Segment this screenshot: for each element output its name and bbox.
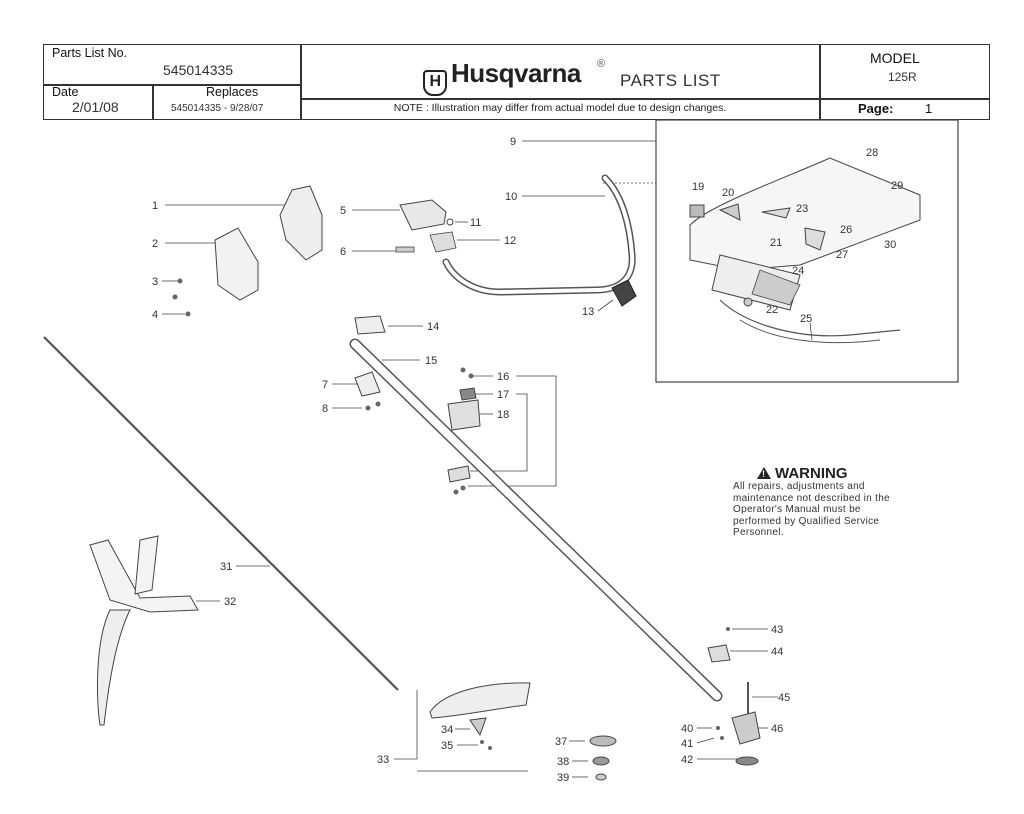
part-num-17: 17 [497,389,509,401]
part-num-7: 7 [322,379,328,391]
grip-part [399,199,447,231]
part-num-31: 31 [220,561,232,573]
part-num-42: 42 [681,754,693,766]
part-num-11: 11 [470,217,481,229]
part-num-20: 20 [722,187,734,199]
part-num-29: 29 [891,180,903,192]
part-num-44: 44 [771,646,783,658]
part-num-9: 9 [510,136,516,148]
part-num-2: 2 [152,238,158,250]
part-num-27: 27 [836,249,848,261]
part-num-12: 12 [504,235,516,247]
part-num-32: 32 [224,596,236,608]
replaces-label: Replaces [206,85,259,99]
part-num-24: 24 [792,265,804,277]
replaces-value: 545014335 - 9/28/07 [171,103,264,114]
wire-harness-part [719,299,901,337]
trimmer-guard-part [429,682,531,719]
part-num-22: 22 [766,304,778,316]
part-num-1: 1 [152,200,158,212]
parts-list-header [43,44,990,120]
part-num-15: 15 [425,355,437,367]
part-num-6: 6 [340,246,346,258]
part-num-36-area: 45 [778,692,790,704]
part-num-16: 16 [497,371,509,383]
part-num-35: 35 [441,740,453,752]
part-num-13: 13 [582,306,594,318]
part-num-3: 3 [152,276,158,288]
warning-triangle-icon: ! [757,467,771,479]
part-num-37: 37 [555,736,567,748]
part-num-40: 40 [681,723,693,735]
engine-housing-part [689,157,921,271]
part-num-8: 8 [322,403,328,415]
drive-shaft-part [43,336,399,691]
design-change-note: NOTE : Illustration may differ from actu… [393,102,727,114]
harness-part [89,539,199,613]
part-num-41: 41 [681,738,693,750]
part-num-10: 10 [505,191,517,203]
page-value: 1 [925,101,933,116]
warning-title: !WARNING [757,465,848,482]
handlebar-part [442,174,636,296]
part-num-46: 46 [771,723,783,735]
part-num-4: 4 [152,309,158,321]
part-num-38: 38 [557,756,569,768]
brand-name: Husqvarna [451,58,581,88]
warning-body: All repairs, adjustments and maintenance… [733,481,890,538]
knob-part [611,279,637,307]
gear-head-part [731,711,761,745]
part-num-5: 5 [340,205,346,217]
part-num-19: 19 [692,181,704,193]
part-num-39: 39 [557,772,569,784]
page-label: Page: [858,101,894,116]
model-value: 125R [888,70,917,84]
part-num-26: 26 [840,224,852,236]
handle-cover-part [279,185,323,261]
engine-inset-frame [655,119,959,383]
parts-list-no-label: Parts List No. [52,46,128,60]
part-num-34: 34 [441,724,453,736]
model-label: MODEL [870,50,920,66]
crown-h-icon: H [423,70,447,96]
part-num-33: 33 [377,754,389,766]
date-value: 2/01/08 [72,99,119,115]
registered-mark: ® [597,58,606,70]
date-label: Date [52,85,79,99]
document-title: PARTS LIST [620,71,721,90]
part-num-21: 21 [770,237,782,249]
guard-cover-part [214,227,259,301]
part-num-18: 18 [497,409,509,421]
part-num-30: 30 [884,239,896,251]
parts-list-no-value: 545014335 [163,62,234,78]
clamp-part [354,315,386,335]
part-num-43: 43 [771,624,783,636]
part-num-14: 14 [427,321,439,333]
part-num-28: 28 [866,147,878,159]
part-num-23: 23 [796,203,808,215]
part-num-25: 25 [800,313,812,325]
